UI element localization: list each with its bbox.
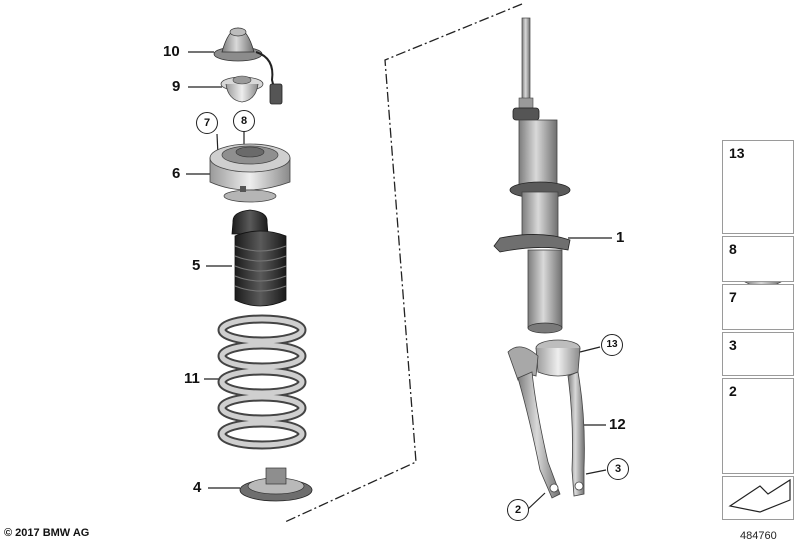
circled-callout-7: 7 [196,112,218,134]
leader-lines [186,51,612,510]
copyright-text: © 2017 BMW AG [4,527,90,539]
legend-cell-13: 13 [722,140,794,234]
callout-10: 10 [163,43,180,60]
callout-6: 6 [172,165,181,182]
callout-11: 11 [184,370,200,387]
legend-label: 8 [729,241,737,257]
callout-5: 5 [192,257,201,274]
legend-cell-2: 2 [722,378,794,474]
direction-arrow-icon [728,478,791,513]
circled-callout-8: 8 [233,110,255,132]
legend-label: 13 [729,145,745,161]
callout-12: 12 [609,416,626,433]
dust-boot-5 [231,209,287,307]
coil-spring-11 [217,314,307,450]
circled-callout-2: 2 [507,499,529,521]
strut-1 [493,17,571,334]
top-mount-10 [213,27,283,105]
assembly-line [284,3,523,523]
legend-cell-arrow [722,476,794,520]
legend-cell-7: 7 [722,284,794,330]
bump-cup-9 [220,75,264,103]
legend-cell-8: 8 [722,236,794,282]
legend-label: 3 [729,337,737,353]
legend-label: 7 [729,289,737,305]
diagram-id: 484760 [740,530,777,542]
fork-12 [507,339,585,499]
callout-1: 1 [616,229,625,246]
callout-9: 9 [172,78,181,95]
support-bearing-6 [209,143,291,203]
circled-callout-13: 13 [601,334,623,356]
spring-pad-4 [239,467,313,502]
legend-label: 2 [729,383,737,399]
legend-cell-3: 3 [722,332,794,376]
circled-callout-3: 3 [607,458,629,480]
callout-4: 4 [193,479,202,496]
